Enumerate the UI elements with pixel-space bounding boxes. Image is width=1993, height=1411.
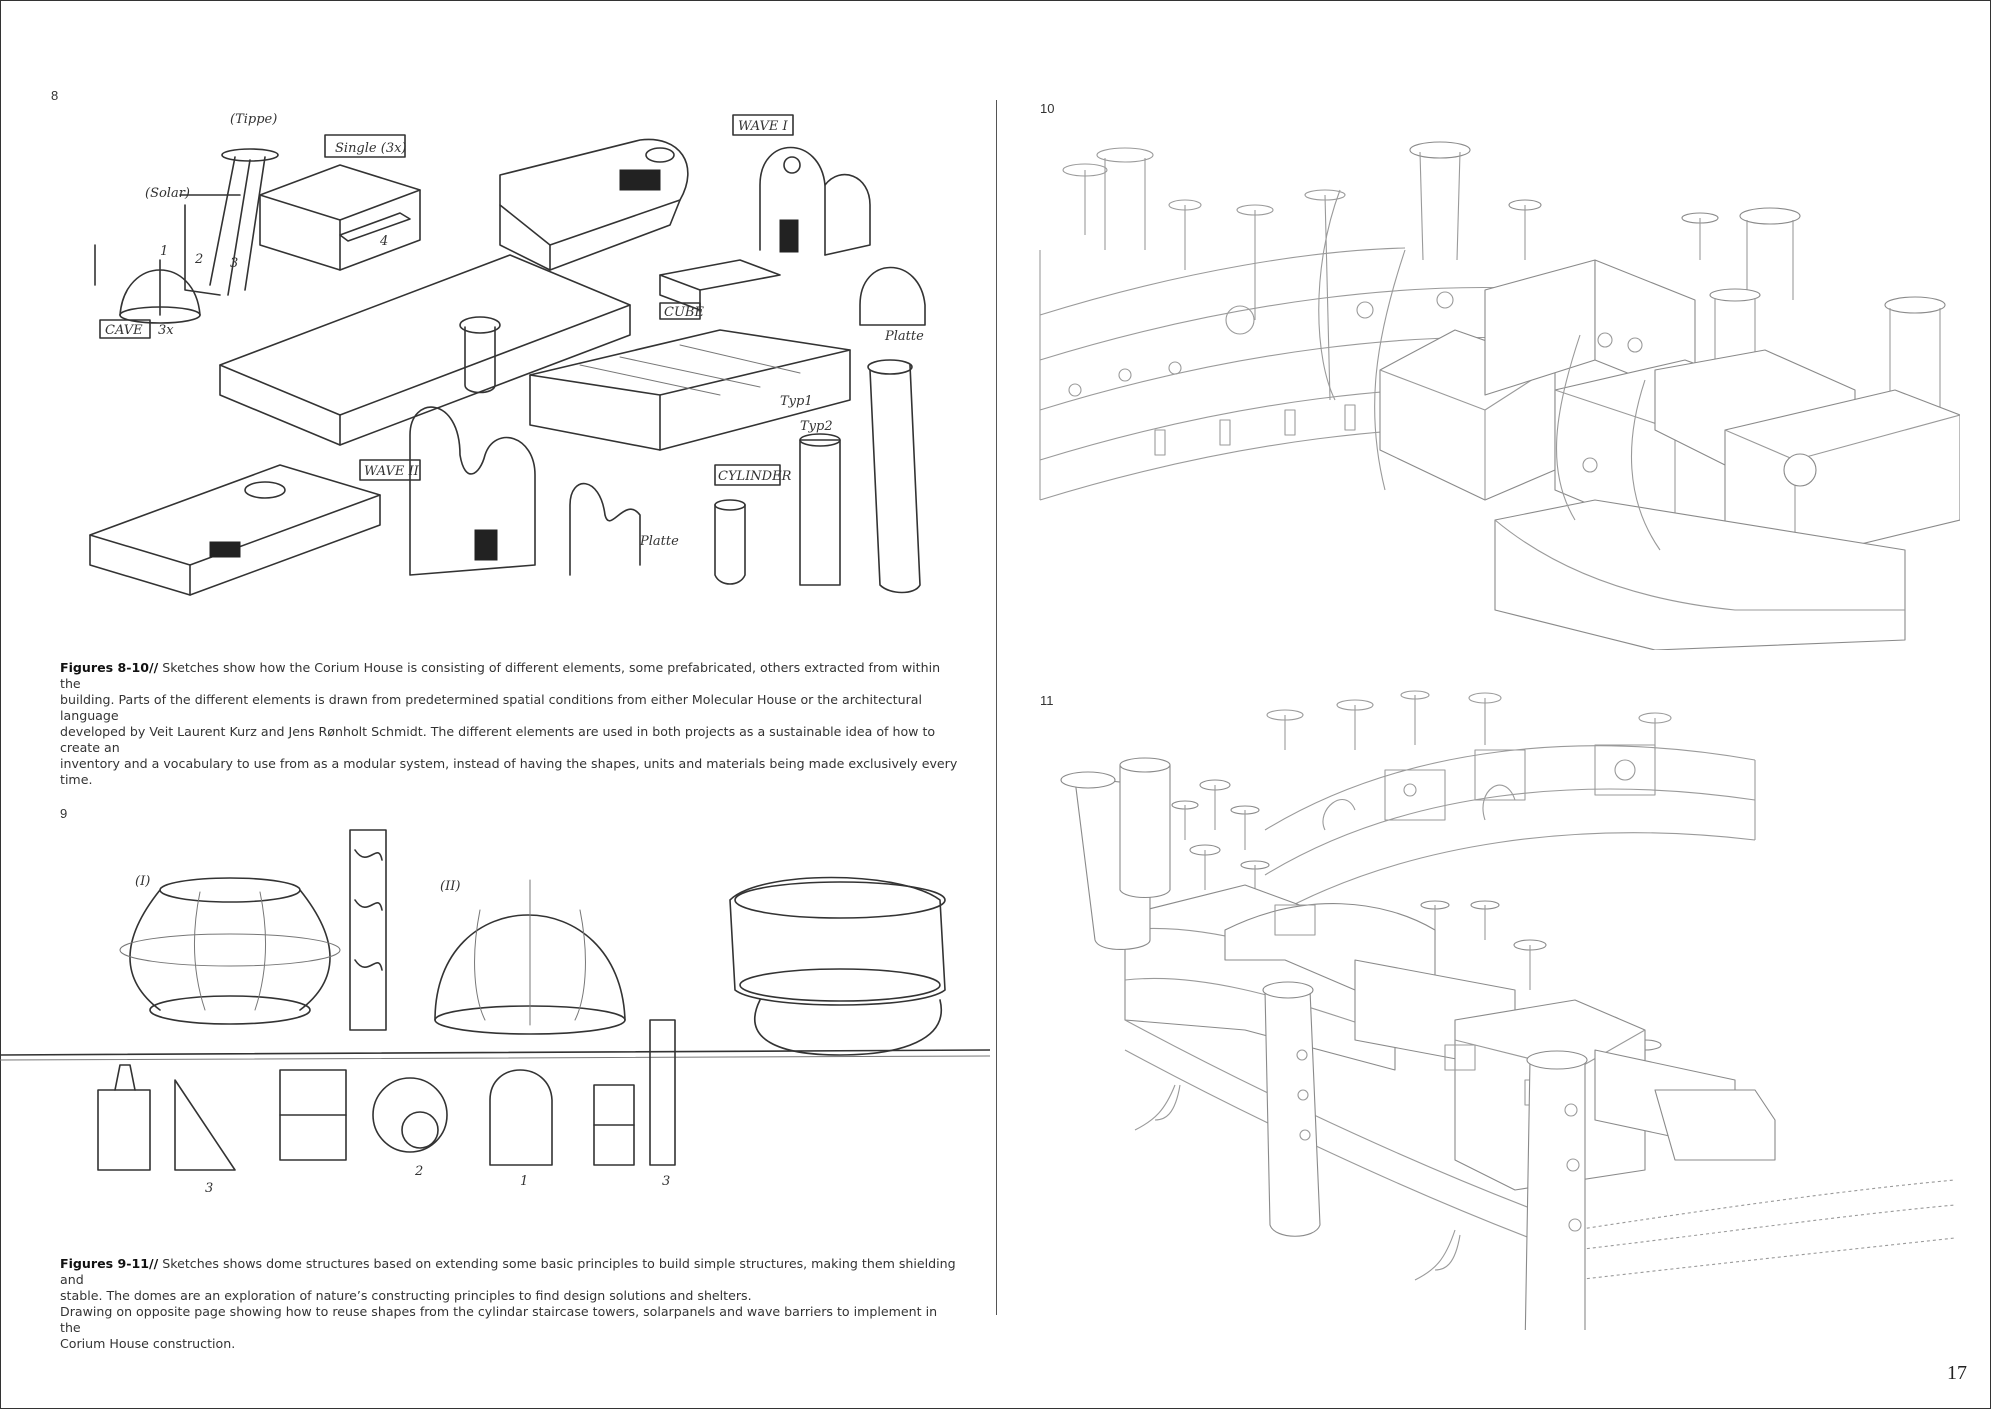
- annotation-typ2: Typ2: [800, 419, 833, 434]
- figure-10-towers: [1062, 141, 1946, 420]
- annotation-single: Single (3x): [335, 141, 407, 156]
- annotation-platte-2: Platte: [639, 534, 679, 549]
- annotation-num-3-c: 3: [662, 1174, 670, 1189]
- annotation-platte: Platte: [884, 329, 924, 344]
- annotation-cave-count: 3x: [158, 323, 174, 338]
- caption-bottom-line-2: stable. The domes are an exploration of …: [60, 1288, 752, 1303]
- page-number: 17: [1947, 1362, 1967, 1384]
- caption-top-line-3: developed by Veit Laurent Kurz and Jens …: [60, 724, 936, 755]
- annotation-cylinder: CYLINDER: [718, 469, 792, 484]
- figure-9-sketch: (I) (II) 3 2 1 3: [0, 829, 990, 1196]
- page-divider: [996, 100, 997, 1315]
- caption-top-line-4: inventory and a vocabulary to use from a…: [60, 756, 958, 787]
- figure-number-8: 8: [51, 88, 59, 103]
- figure-11-drawing: [1060, 690, 1955, 1330]
- annotation-cube: CUBE: [664, 305, 704, 320]
- annotation-solar: (Solar): [145, 186, 190, 201]
- annotation-num-1-b: 1: [520, 1174, 528, 1189]
- figure-11-back-ring: [1264, 690, 1756, 921]
- annotation-wave-1: WAVE I: [738, 119, 788, 134]
- annotation-num-4: 4: [379, 234, 388, 249]
- figure-number-11: 11: [1040, 693, 1054, 708]
- annotation-num-2: 2: [194, 252, 203, 267]
- figure-number-9: 9: [60, 806, 68, 821]
- annotation-tippe: (Tippe): [230, 112, 277, 127]
- caption-figures-9-11: Figures 9-11// Sketches shows dome struc…: [60, 1256, 960, 1352]
- caption-bottom-line-3: Drawing on opposite page showing how to …: [60, 1304, 938, 1335]
- caption-top-line-2: building. Parts of the different element…: [60, 692, 922, 723]
- annotation-num-3: 3: [230, 256, 238, 271]
- annotation-num-2-b: 2: [414, 1164, 423, 1179]
- figure-10-blocks: [1379, 259, 1960, 650]
- caption-bottom-line-4: Corium House construction.: [60, 1336, 236, 1351]
- caption-bottom-line-1: Sketches shows dome structures based on …: [60, 1256, 956, 1287]
- figure-10-fins: [1318, 189, 1661, 551]
- figure-11-cylinders: [1060, 757, 1588, 1330]
- figure-11-front-ring: [1124, 884, 1776, 1241]
- figure-number-10: 10: [1040, 101, 1055, 116]
- annotation-dome-1: (I): [135, 874, 150, 889]
- caption-figures-8-10: Figures 8-10// Sketches show how the Cor…: [60, 660, 960, 788]
- annotation-num-3-b: 3: [205, 1181, 213, 1196]
- annotation-dome-2: (II): [440, 879, 460, 894]
- caption-top-line-1: Sketches show how the Corium House is co…: [60, 660, 941, 691]
- annotation-typ1: Typ1: [780, 394, 813, 409]
- caption-top-label: Figures 8-10//: [60, 660, 159, 675]
- caption-bottom-label: Figures 9-11//: [60, 1256, 159, 1271]
- annotation-wave-2: WAVE II: [364, 464, 420, 479]
- annotation-num-1: 1: [160, 244, 168, 259]
- annotation-cave: CAVE: [105, 323, 143, 338]
- figure-8-sketch: (Tippe) (Solar) 1 2 3 Single (3x) 4 WAVE…: [89, 112, 926, 596]
- figure-10-windows: [1068, 291, 1454, 456]
- figure-10-drawing: [1039, 141, 1960, 650]
